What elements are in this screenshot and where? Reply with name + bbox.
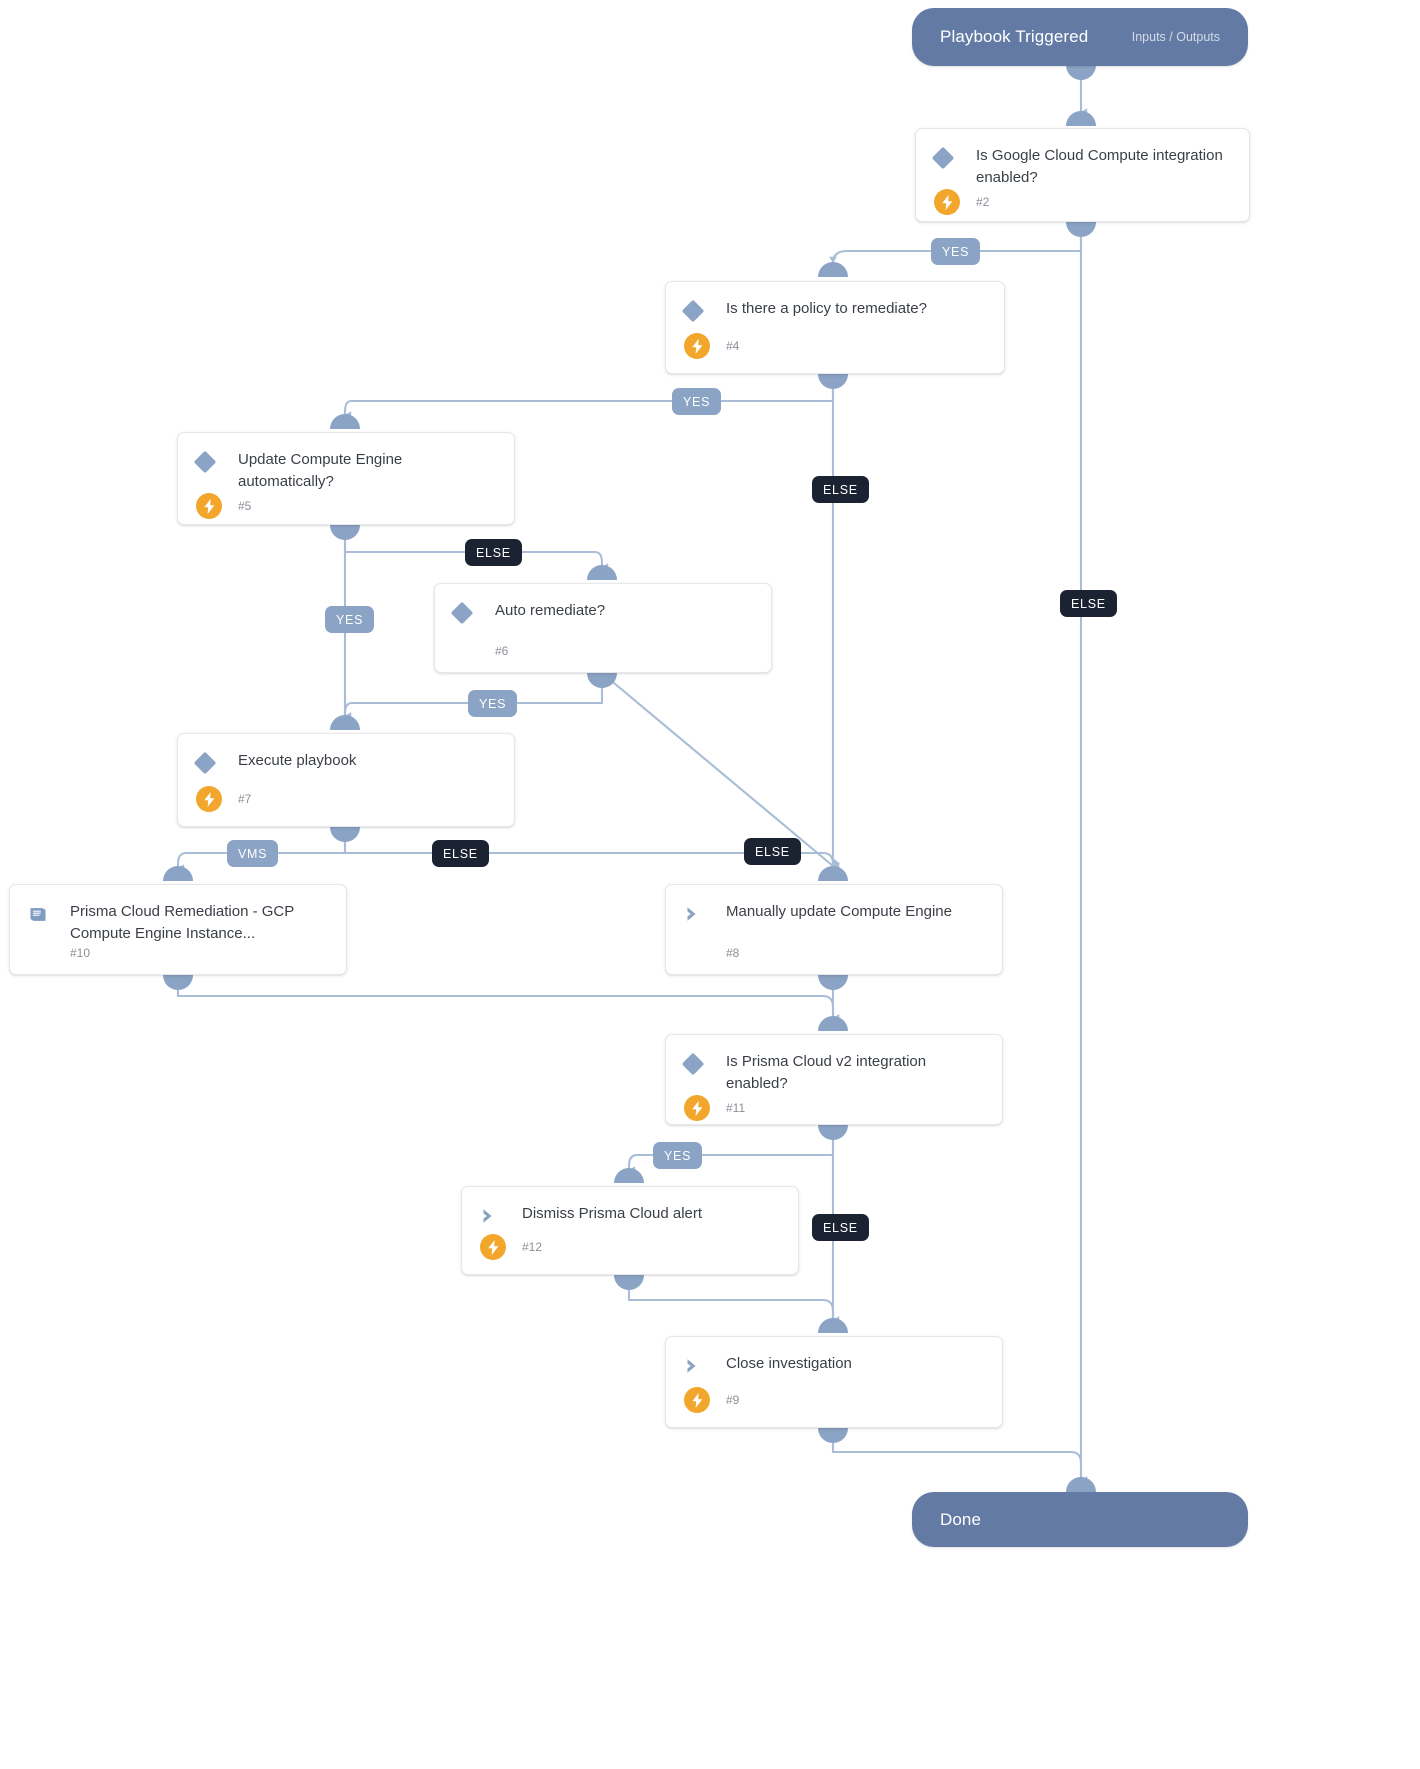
node-6-condition[interactable]: Auto remediate? #6 <box>434 583 772 673</box>
node-5-title: Update Compute Engine automatically? <box>238 451 403 490</box>
edge-label-else-6-8[interactable]: ELSE <box>744 838 801 865</box>
edge-label-yes-2-4[interactable]: YES <box>931 238 981 265</box>
done-title: Done <box>940 1509 982 1529</box>
node-11-id: #11 <box>726 1101 746 1115</box>
playbook-triggered-node[interactable]: Playbook Triggered Inputs / Outputs <box>912 8 1248 66</box>
node-11-condition[interactable]: Is Prisma Cloud v2 integration enabled? … <box>665 1034 1003 1125</box>
book-icon <box>28 901 62 945</box>
lightning-bolt-icon <box>196 786 230 812</box>
node-2-condition[interactable]: Is Google Cloud Compute integration enab… <box>915 128 1250 222</box>
diamond-icon <box>931 145 968 189</box>
node-12-task[interactable]: Dismiss Prisma Cloud alert #12 <box>461 1186 799 1275</box>
node-8-title: Manually update Compute Engine <box>726 903 952 920</box>
node-9-title: Close investigation <box>726 1355 852 1372</box>
lightning-bolt-icon <box>196 493 230 519</box>
edge-label-yes-6-7[interactable]: YES <box>468 690 518 717</box>
node-7-id: #7 <box>238 792 252 806</box>
node-6-id: #6 <box>495 644 509 658</box>
node-12-id: #12 <box>522 1240 543 1254</box>
playbook-triggered-title: Playbook Triggered <box>940 27 1089 46</box>
node-8-id: #8 <box>726 946 740 960</box>
node-10-title: Prisma Cloud Remediation - GCP Compute E… <box>70 903 294 942</box>
node-11-title: Is Prisma Cloud v2 integration enabled? <box>726 1053 927 1092</box>
diamond-icon <box>450 600 487 625</box>
node-4-title: Is there a policy to remediate? <box>726 300 927 317</box>
node-2-id: #2 <box>976 195 990 209</box>
edge-label-yes-11-12[interactable]: YES <box>653 1142 703 1169</box>
edge-label-else-5-6[interactable]: ELSE <box>465 539 522 566</box>
node-7-condition[interactable]: Execute playbook #7 <box>177 733 515 827</box>
lightning-bolt-icon <box>934 189 968 215</box>
edge-label-else-11-9[interactable]: ELSE <box>812 1214 869 1241</box>
edge-label-else-4-8[interactable]: ELSE <box>812 476 869 503</box>
node-8-task[interactable]: Manually update Compute Engine #8 <box>665 884 1003 975</box>
node-6-title: Auto remediate? <box>495 602 606 619</box>
chevron-icon <box>480 1203 514 1225</box>
diamond-icon <box>193 750 230 775</box>
diamond-icon <box>193 449 230 493</box>
node-9-task[interactable]: Close investigation #9 <box>665 1336 1003 1428</box>
done-node[interactable]: Done <box>912 1492 1248 1547</box>
node-5-id: #5 <box>238 499 252 513</box>
node-5-condition[interactable]: Update Compute Engine automatically? #5 <box>177 432 515 525</box>
chevron-icon <box>684 1353 718 1375</box>
edge-label-else-7-8[interactable]: ELSE <box>432 840 489 867</box>
node-2-title: Is Google Cloud Compute integration enab… <box>976 147 1223 186</box>
lightning-bolt-icon <box>480 1234 514 1260</box>
node-12-title: Dismiss Prisma Cloud alert <box>522 1205 703 1222</box>
node-7-title: Execute playbook <box>238 752 357 769</box>
chevron-icon <box>684 901 718 923</box>
lightning-bolt-icon <box>684 1387 718 1413</box>
diamond-icon <box>681 298 718 323</box>
lightning-bolt-icon <box>684 333 718 359</box>
edge-label-else-2-done[interactable]: ELSE <box>1060 590 1117 617</box>
edge-label-yes-4-5[interactable]: YES <box>672 388 722 415</box>
node-4-id: #4 <box>726 339 740 353</box>
node-10-sub-playbook[interactable]: Prisma Cloud Remediation - GCP Compute E… <box>9 884 347 975</box>
edge-label-vms-7-10[interactable]: VMS <box>227 840 279 867</box>
node-4-condition[interactable]: Is there a policy to remediate? #4 <box>665 281 1005 374</box>
lightning-bolt-icon <box>684 1095 718 1121</box>
node-9-id: #9 <box>726 1393 740 1407</box>
node-10-id: #10 <box>70 946 91 960</box>
edge-label-yes-5-7[interactable]: YES <box>325 606 375 633</box>
inputs-outputs-link[interactable]: Inputs / Outputs <box>1131 30 1220 44</box>
diamond-icon <box>681 1051 718 1095</box>
